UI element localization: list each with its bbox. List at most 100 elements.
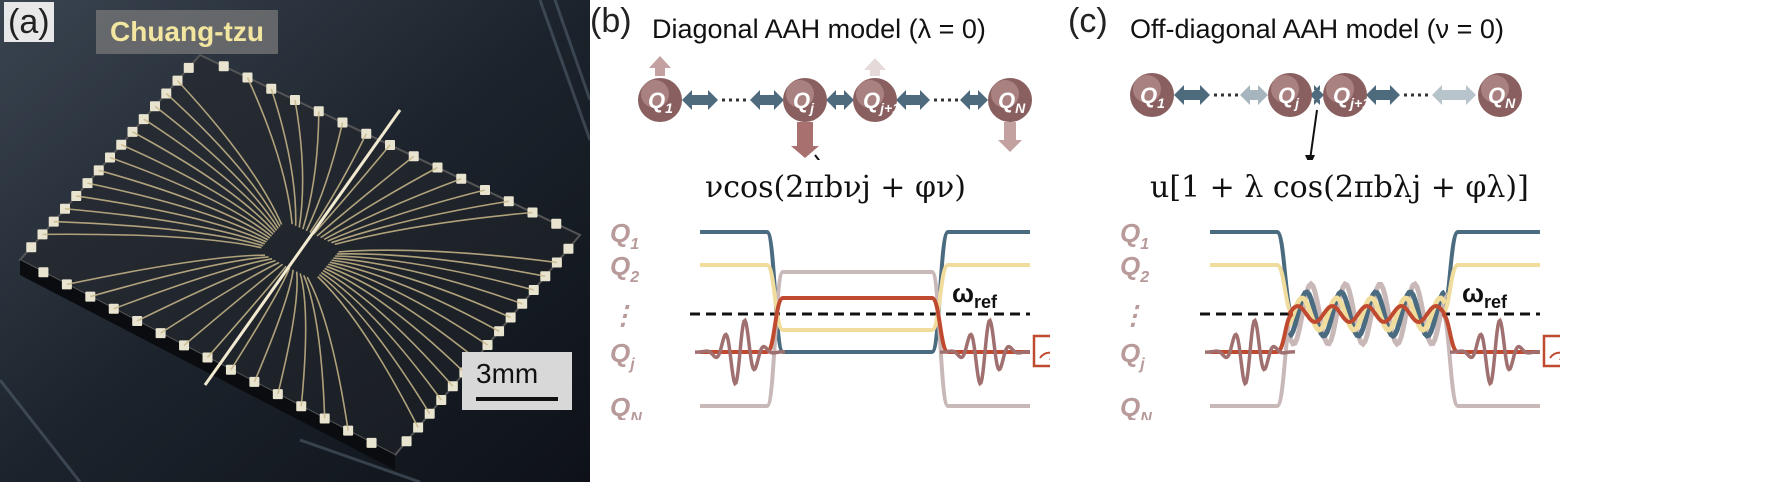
chip-trace (42, 233, 262, 249)
chip-trace (143, 118, 278, 231)
level-label: QN (1120, 392, 1152, 420)
qubit-jplus1: Qj+1 (1323, 73, 1370, 117)
readout-pulse (940, 317, 1030, 387)
level-label: ⋮ (610, 300, 636, 330)
qj-trajectory (1440, 312, 1540, 354)
coupling-arrow (682, 90, 718, 110)
bond-pad (401, 436, 412, 447)
chip-trace (206, 265, 287, 359)
panel-b-formula: νcos(2πbνj + φν) (705, 170, 966, 205)
chip-trace (316, 155, 415, 237)
frequency-arrow (649, 56, 671, 76)
chip-trace (331, 200, 509, 244)
swap-oscillation-band (1286, 280, 1448, 348)
chip-trace (327, 189, 486, 242)
chip-trace (312, 144, 391, 235)
chip-trace (113, 258, 273, 310)
chip-trace (132, 131, 276, 233)
scale-bar-box: 3mm (462, 352, 572, 410)
level-label: Qj (610, 338, 635, 373)
coupling-arrow (1432, 85, 1476, 105)
q1-trajectory (700, 230, 1030, 354)
chip-trace (154, 105, 279, 229)
chip-trace (318, 273, 431, 415)
formula-pointer (1309, 109, 1318, 160)
excitation-pulse (1205, 317, 1295, 387)
coupling-arrow (1174, 85, 1210, 105)
level-label: QN (610, 392, 642, 420)
chip-trace (87, 182, 269, 241)
coupling-arrow (1240, 85, 1268, 105)
chip-trace (306, 276, 349, 431)
svg-text:Qj: Qj (793, 88, 815, 116)
qubit-N: QN (1478, 73, 1522, 117)
qubit-1: Q1 (1130, 73, 1174, 117)
chip-trace (136, 259, 276, 322)
chip-trace (120, 143, 274, 235)
panel-a-letter: (a) (4, 2, 54, 42)
chip-trace (335, 255, 534, 291)
chip-trace (331, 259, 511, 319)
chip-trace (98, 169, 271, 239)
chip-trace (76, 195, 267, 243)
bond-pad (26, 242, 37, 253)
chip-trace (165, 92, 281, 227)
chip-trace (338, 249, 557, 264)
level-label: Q2 (1120, 251, 1149, 286)
scale-bar-label: 3mm (476, 358, 539, 389)
chip-trace (299, 273, 307, 407)
readout-pulse (1450, 317, 1540, 387)
frequency-arrow (998, 122, 1022, 152)
chip-trace (66, 254, 266, 286)
level-label: Q1 (1120, 218, 1149, 253)
coupling-arrow (750, 90, 784, 110)
coupling-arrow (1366, 85, 1400, 105)
qj-trajectory (1210, 312, 1295, 354)
chip-trace (322, 269, 454, 387)
chip-trace (302, 274, 326, 419)
chip-trace (109, 156, 273, 237)
chip-trace (329, 261, 500, 332)
excitation-pulse (695, 317, 785, 387)
bond-pad (563, 243, 574, 254)
qubit-N: QN (988, 78, 1032, 122)
chip-trace (302, 111, 320, 230)
panel-c-letter: (c) (1068, 2, 1108, 40)
qj-trajectory (700, 296, 1030, 354)
bond-pad (38, 267, 49, 278)
qubit-jplus1: Qj+1 (853, 78, 900, 122)
bond-pad (551, 218, 562, 229)
chip-trace (160, 261, 280, 334)
chip-trace (64, 207, 266, 245)
frequency-arrow (791, 122, 819, 158)
panel-b-chain-diagram: Q1 Qj Qj+1 QN (638, 56, 1032, 160)
coupling-arrow (1310, 85, 1324, 105)
chip-trace (320, 271, 442, 401)
level-label: Qj (1120, 338, 1145, 373)
chip-trace (176, 80, 283, 225)
level-label: Q2 (610, 251, 639, 286)
chip-trace (246, 77, 293, 225)
chip-trace (326, 265, 477, 360)
panel-c-formula: u[1 + λ cos(2πbλj + φλ)] (1150, 170, 1529, 205)
chip-trace (90, 256, 269, 298)
chip-trace (270, 88, 297, 226)
qubit-1: Q1 (638, 78, 682, 122)
bond-pad (218, 61, 229, 72)
measurement-meter-icon (1032, 334, 1050, 368)
coupling-arrow (960, 90, 988, 110)
chip-trace (333, 257, 523, 305)
omega-ref-label: ωref (1462, 278, 1508, 312)
chip-name-label: Chuang-tzu (96, 10, 278, 54)
chip-trace (53, 220, 264, 247)
chip-trace (323, 177, 462, 241)
qubit-j: Qj (783, 78, 827, 122)
chip-trace (309, 133, 367, 234)
chip-trace (320, 166, 438, 239)
chip-trace (334, 211, 533, 246)
frequency-arrow (864, 58, 886, 76)
chip-trace (230, 267, 291, 371)
chip-trace (277, 271, 298, 395)
panel-c-title: Off-diagonal AAH model (ν = 0) (1130, 14, 1504, 44)
